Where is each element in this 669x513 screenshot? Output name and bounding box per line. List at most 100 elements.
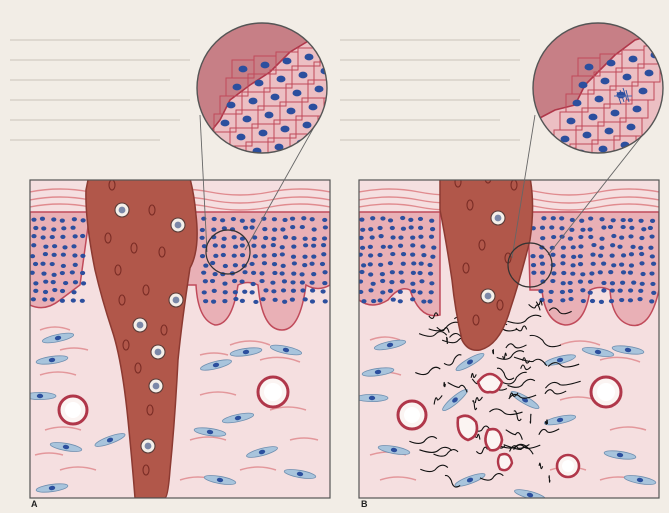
nucleus <box>417 271 422 275</box>
nucleus <box>568 297 573 301</box>
nucleus <box>371 299 376 303</box>
nucleus <box>651 262 656 266</box>
nucleus <box>639 261 644 265</box>
nucleus <box>588 291 593 295</box>
nucleus <box>60 219 65 223</box>
nucleus <box>540 226 545 230</box>
nucleus <box>272 262 277 266</box>
nucleus <box>378 298 383 302</box>
cell-nucleus <box>589 114 598 121</box>
nucleus <box>398 270 403 274</box>
nucleus <box>429 235 434 239</box>
nucleus <box>430 227 435 231</box>
nucleus <box>599 237 604 241</box>
cell-nucleus <box>601 78 610 85</box>
nucleus <box>311 254 316 258</box>
nucleus <box>233 297 238 301</box>
nucleus <box>243 226 248 230</box>
nucleus <box>271 237 276 241</box>
nucleus <box>649 271 654 275</box>
nucleus <box>410 243 415 247</box>
nucleus <box>251 282 256 286</box>
nucleus <box>629 226 634 230</box>
nucleus <box>639 252 644 256</box>
cell-nucleus <box>573 100 582 107</box>
nucleus <box>291 236 296 240</box>
nucleus <box>33 281 38 285</box>
nucleus <box>540 271 545 275</box>
nucleus <box>300 225 305 229</box>
nucleus <box>398 236 403 240</box>
cell-nucleus <box>611 110 620 117</box>
nucleus <box>290 217 295 221</box>
nucleus <box>31 218 36 222</box>
nucleus <box>282 218 287 222</box>
nucleus <box>250 219 255 223</box>
nucleus <box>251 244 256 248</box>
nucleus <box>411 271 416 275</box>
nucleus <box>580 288 585 292</box>
nucleus <box>531 263 536 267</box>
nucleus <box>290 280 295 284</box>
cell-nucleus <box>287 108 296 115</box>
nucleus <box>429 290 434 294</box>
nucleus <box>581 299 586 303</box>
nucleus <box>619 298 624 302</box>
nucleus <box>568 237 573 241</box>
nucleus <box>263 236 268 240</box>
white-blood-cell <box>151 345 165 359</box>
nucleus <box>618 289 623 293</box>
nucleus <box>640 282 645 286</box>
nucleus <box>311 272 316 276</box>
nucleus <box>411 289 416 293</box>
nucleus <box>550 279 555 283</box>
blood-vessel <box>557 455 579 477</box>
nucleus <box>210 279 215 283</box>
cell-nucleus <box>309 104 318 111</box>
nucleus <box>421 253 426 257</box>
nucleus <box>299 272 304 276</box>
nucleus <box>578 254 583 258</box>
nucleus <box>391 297 396 301</box>
nucleus <box>240 243 245 247</box>
nucleus <box>398 290 403 294</box>
nucleus <box>611 218 616 222</box>
blood-vessel <box>258 377 288 407</box>
nucleus <box>621 225 626 229</box>
nucleus <box>378 263 383 267</box>
cell-nucleus <box>255 80 264 87</box>
blood-vessel <box>591 377 621 407</box>
white-blood-cell <box>141 439 155 453</box>
nucleus <box>263 288 268 292</box>
nucleus <box>410 253 415 257</box>
cell-nucleus <box>607 60 616 67</box>
nucleus <box>291 272 296 276</box>
nucleus <box>61 264 66 268</box>
nucleus <box>232 254 237 258</box>
nucleus <box>430 255 435 259</box>
nucleus <box>621 218 626 222</box>
nucleus <box>50 235 55 239</box>
nucleus <box>538 289 543 293</box>
nucleus <box>212 289 217 293</box>
nucleus <box>81 281 86 285</box>
cell-nucleus <box>585 64 594 71</box>
nucleus <box>52 253 57 257</box>
nucleus <box>50 297 55 301</box>
nucleus <box>51 227 56 231</box>
nucleus <box>599 217 604 221</box>
nucleus <box>550 263 555 267</box>
nucleus <box>398 299 403 303</box>
nucleus <box>51 280 56 284</box>
nucleus <box>322 281 327 285</box>
cell-nucleus <box>633 106 642 113</box>
nucleus <box>379 234 384 238</box>
nucleus <box>390 226 395 230</box>
nucleus <box>628 298 633 302</box>
nucleus <box>60 235 65 239</box>
nucleus <box>619 236 624 240</box>
nucleus <box>417 290 422 294</box>
nucleus <box>601 288 606 292</box>
nucleus <box>611 263 616 267</box>
nucleus <box>418 217 423 221</box>
